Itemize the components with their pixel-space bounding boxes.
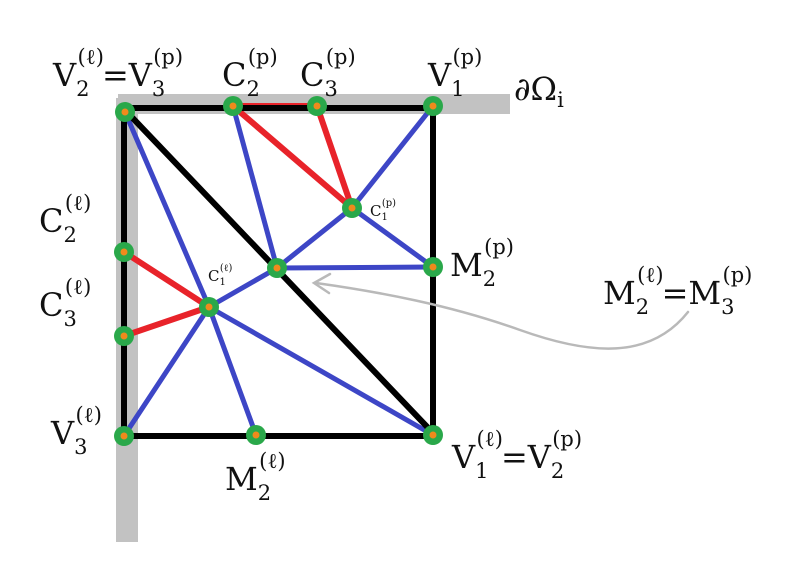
blue-edge	[122, 109, 212, 310]
label-c3p: C3(p)	[300, 45, 356, 101]
node-m2p	[423, 257, 443, 277]
label-m2l-m3p: M2(ℓ)=M3(p)	[603, 263, 752, 319]
label-c3l: C3(ℓ)	[39, 275, 91, 331]
blue-edges	[121, 103, 436, 439]
arrow-curve	[314, 281, 690, 350]
label-c1l: C1(ℓ)	[208, 263, 233, 288]
label-boundary: ∂Ωi	[514, 70, 564, 112]
red-edge	[314, 103, 355, 211]
node-c2l	[114, 242, 134, 262]
label-c2p: C2(p)	[222, 45, 278, 101]
node-m2l	[246, 425, 266, 445]
node-c3p	[307, 96, 327, 116]
red-edge	[230, 103, 355, 211]
red-edge	[121, 304, 212, 339]
node-c1l	[199, 297, 219, 317]
node-v2l-v3p	[115, 102, 135, 122]
blue-edge	[274, 264, 436, 271]
blue-edge	[121, 304, 212, 439]
label-m2p: M2(p)	[450, 235, 514, 291]
blue-edge	[349, 205, 436, 270]
blue-edge	[206, 304, 259, 438]
label-c2l: C2(ℓ)	[39, 191, 91, 247]
label-v1p: V1(p)	[427, 45, 482, 101]
blue-edge	[274, 205, 355, 271]
node-v1l-v2p	[423, 425, 443, 445]
arrowhead-icon	[311, 272, 332, 295]
label-c1p: C1(p)	[370, 198, 396, 223]
label-v2l-v3p: V2(ℓ)=V3(p)	[52, 45, 183, 101]
label-m2l: M2(ℓ)	[225, 449, 286, 505]
node-c1p	[342, 198, 362, 218]
node-v1p	[423, 96, 443, 116]
annotation-arrow	[311, 272, 690, 350]
label-v1l-v2p: V1(ℓ)=V2(p)	[451, 427, 582, 483]
node-c3l	[114, 326, 134, 346]
node-v3l	[114, 426, 134, 446]
blue-edge	[230, 103, 280, 271]
label-v3l: V3(ℓ)	[50, 403, 102, 459]
mesh-nodes	[114, 96, 443, 446]
blue-edge	[349, 103, 436, 211]
node-m2l-m3p	[267, 258, 287, 278]
red-edge	[121, 249, 212, 310]
node-c2p	[223, 96, 243, 116]
blue-edge	[206, 265, 280, 310]
labels: V2(ℓ)=V3(p) C2(p) C3(p) V1(p) ∂Ωi C1(p) …	[39, 45, 752, 505]
blue-edge	[206, 304, 436, 438]
